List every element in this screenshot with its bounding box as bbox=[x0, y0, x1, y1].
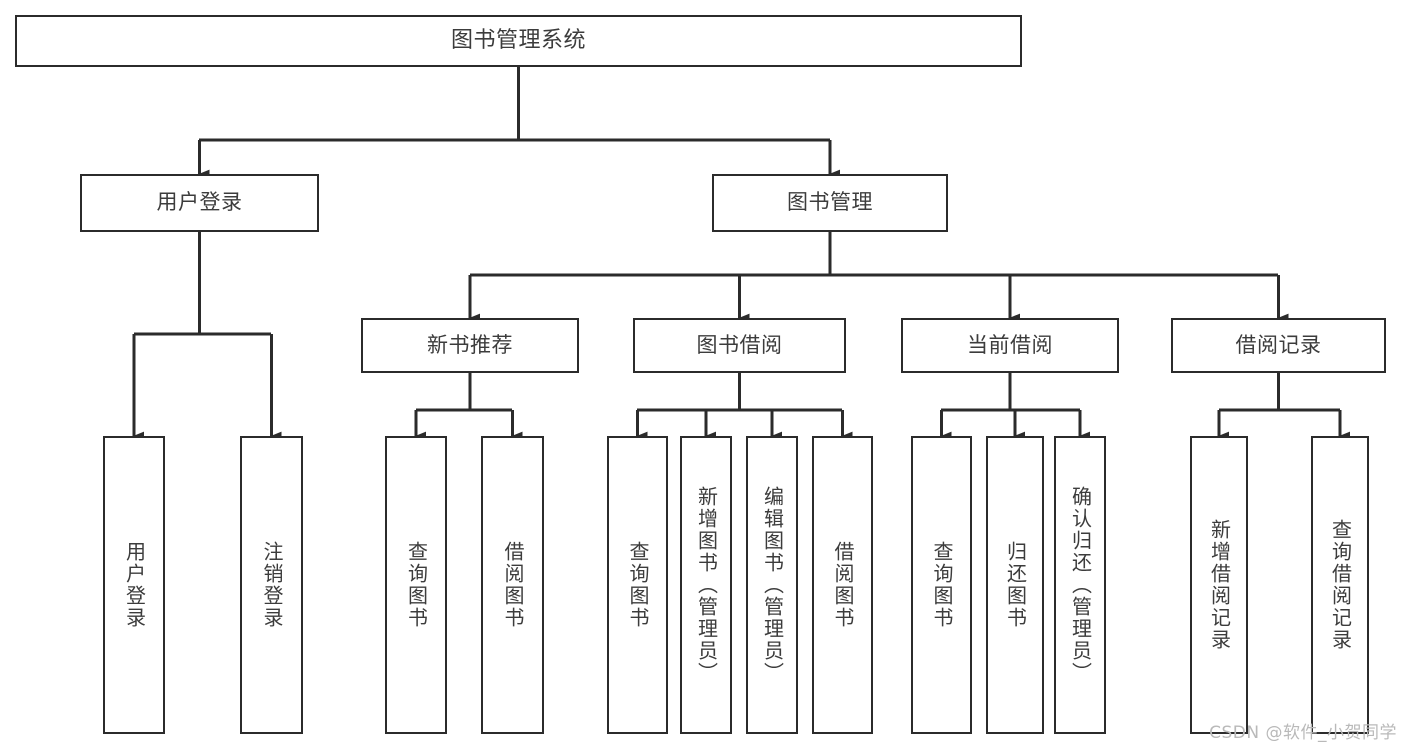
node-root[interactable]: 图书管理系统 bbox=[15, 15, 1022, 67]
node-label: 编辑图书（管理员） bbox=[760, 486, 785, 684]
node-label: 借阅图书 bbox=[501, 541, 525, 629]
node-book-manage[interactable]: 图书管理 bbox=[712, 174, 948, 232]
node-label: 查询图书 bbox=[404, 541, 429, 629]
node-leaf-return-book[interactable]: 归还图书 bbox=[986, 436, 1044, 734]
node-label: 借阅图书 bbox=[831, 541, 855, 629]
node-leaf-add-book[interactable]: 新增图书（管理员） bbox=[680, 436, 732, 734]
node-label: 图书借阅 bbox=[696, 332, 783, 357]
node-book-borrow[interactable]: 图书借阅 bbox=[633, 318, 846, 373]
node-label: 查询图书 bbox=[626, 541, 650, 629]
node-leaf-edit-book[interactable]: 编辑图书（管理员） bbox=[746, 436, 798, 734]
node-label: 用户登录 bbox=[156, 190, 243, 215]
node-leaf-add-record[interactable]: 新增借阅记录 bbox=[1190, 436, 1248, 734]
node-user-login[interactable]: 用户登录 bbox=[80, 174, 319, 232]
node-label: 图书管理系统 bbox=[450, 27, 586, 53]
node-new-book-rec[interactable]: 新书推荐 bbox=[361, 318, 579, 373]
node-label: 用户登录 bbox=[122, 541, 147, 629]
node-label: 图书管理 bbox=[787, 190, 873, 215]
node-label: 查询图书 bbox=[930, 541, 954, 629]
node-current-borrow[interactable]: 当前借阅 bbox=[901, 318, 1119, 373]
node-label: 新书推荐 bbox=[427, 332, 513, 357]
node-leaf-query-record[interactable]: 查询借阅记录 bbox=[1311, 436, 1369, 734]
node-leaf-logout[interactable]: 注销登录 bbox=[240, 436, 303, 734]
node-label: 新增借阅记录 bbox=[1207, 519, 1232, 651]
node-leaf-borrow-book2[interactable]: 借阅图书 bbox=[812, 436, 873, 734]
node-label: 新增图书（管理员） bbox=[694, 486, 719, 684]
node-borrow-record[interactable]: 借阅记录 bbox=[1171, 318, 1386, 373]
node-label: 确认归还（管理员） bbox=[1068, 486, 1093, 684]
node-leaf-query-book2[interactable]: 查询图书 bbox=[607, 436, 668, 734]
node-label: 借阅记录 bbox=[1235, 332, 1322, 357]
node-label: 当前借阅 bbox=[967, 332, 1053, 357]
node-leaf-query-book3[interactable]: 查询图书 bbox=[911, 436, 972, 734]
node-leaf-confirm-ret[interactable]: 确认归还（管理员） bbox=[1054, 436, 1106, 734]
node-leaf-user-login[interactable]: 用户登录 bbox=[103, 436, 165, 734]
node-label: 归还图书 bbox=[1003, 541, 1028, 629]
node-label: 注销登录 bbox=[260, 541, 284, 629]
node-label: 查询借阅记录 bbox=[1328, 519, 1353, 651]
node-leaf-borrow-book1[interactable]: 借阅图书 bbox=[481, 436, 544, 734]
node-leaf-query-book1[interactable]: 查询图书 bbox=[385, 436, 447, 734]
